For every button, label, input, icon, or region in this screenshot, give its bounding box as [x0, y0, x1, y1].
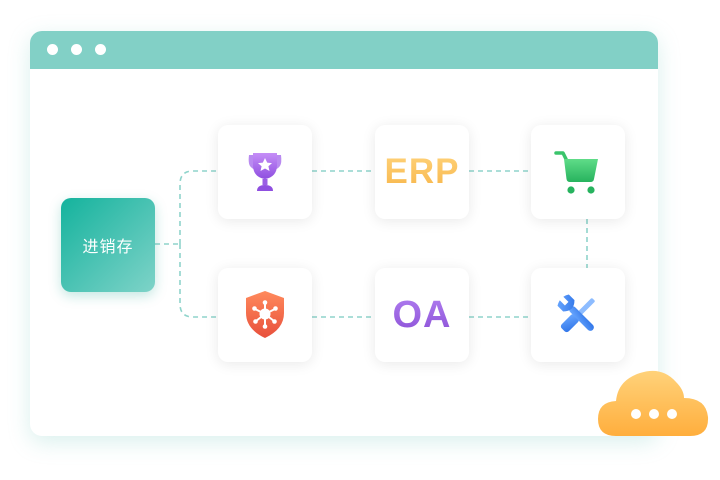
- window-dot-icon: [95, 44, 106, 55]
- window-titlebar: [30, 31, 658, 69]
- module-card-oa: OA: [375, 268, 469, 362]
- shopping-cart-icon: [554, 151, 598, 194]
- module-card-erp: ERP: [375, 125, 469, 219]
- shield-network-icon: [246, 291, 284, 338]
- module-card-shield: [218, 268, 312, 362]
- module-card-tools: [531, 268, 625, 362]
- cloud-dot-icon: [649, 409, 659, 419]
- main-module-block: 进销存: [61, 198, 155, 292]
- window-dot-icon: [71, 44, 82, 55]
- cloud-dot-icon: [667, 409, 677, 419]
- trophy-icon: [248, 153, 282, 191]
- wrench-screwdriver-icon: [557, 294, 595, 333]
- main-module-label: 进销存: [82, 237, 134, 256]
- cloud-icon: [598, 370, 709, 436]
- module-card-trophy: [218, 125, 312, 219]
- cloud-dot-icon: [631, 409, 641, 419]
- module-card-cart: [531, 125, 625, 219]
- window-dot-icon: [47, 44, 58, 55]
- erp-label: ERP: [384, 152, 460, 191]
- oa-label: OA: [392, 293, 452, 336]
